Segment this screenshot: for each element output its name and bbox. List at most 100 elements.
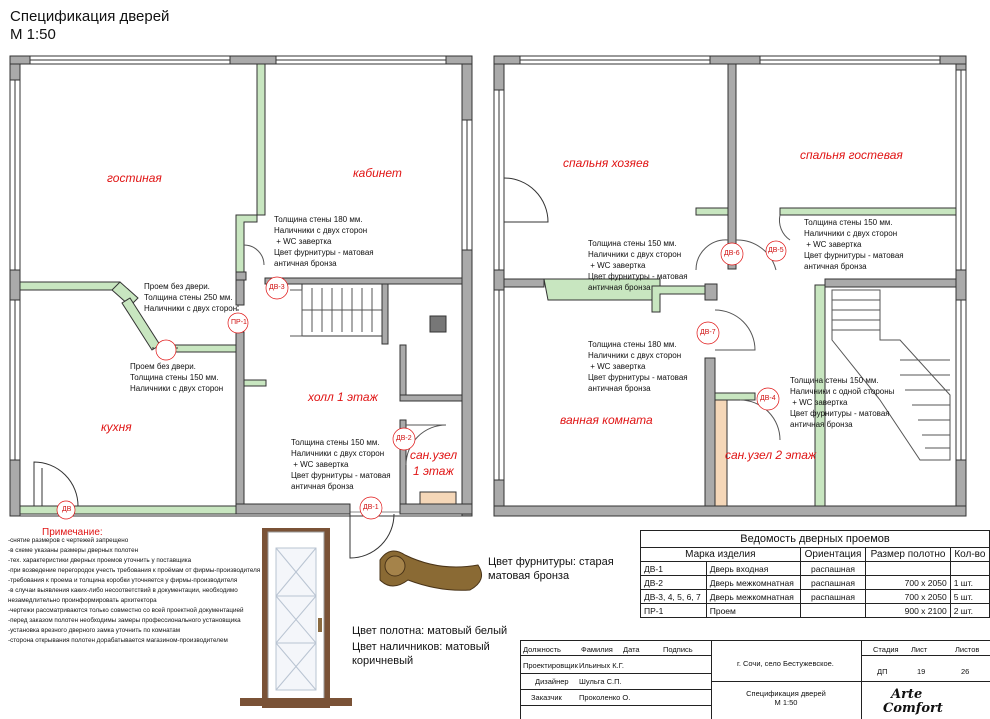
- remark-item: -перед заказом полотен необходимы замеры…: [8, 617, 241, 624]
- room-label-wc1-a: сан.узел: [410, 448, 458, 462]
- remark-item: -при возведение перегородок учесть требо…: [8, 567, 261, 574]
- title-line-1: Спецификация дверей: [10, 8, 170, 25]
- stamp-name: Шульга С.П.: [579, 677, 622, 686]
- remark-item: -чертежи рассматриваются только совместн…: [8, 607, 244, 614]
- logo-line-2: Comfort: [883, 701, 943, 716]
- cell: ДВ-3, 4, 5, 6, 7: [640, 589, 707, 604]
- remarks-title: Примечание:: [42, 522, 103, 540]
- floor-2-outer-walls: [493, 55, 967, 517]
- room-label-kitchen: кухня: [101, 420, 132, 434]
- stamp-sheets-label: Листов: [955, 645, 980, 654]
- mark-dv2: ДВ-2: [396, 435, 412, 442]
- door-mark-circles: [56, 240, 787, 520]
- remark-item: -сторона открывания полотен дорабатывает…: [8, 637, 228, 644]
- divider: [861, 655, 990, 656]
- mark-dv3: ДВ-3: [269, 284, 285, 291]
- schedule-title: Ведомость дверных проемов: [640, 530, 990, 547]
- remark-item: -тех. характеристики дверных проемов уто…: [8, 557, 192, 564]
- divider: [521, 689, 711, 690]
- cell: 1 шт.: [949, 575, 990, 590]
- note-pr1-a: Проем без двери. Толщина стены 250 мм. Н…: [144, 282, 238, 313]
- room-label-wc1-b: 1 этаж: [413, 464, 454, 478]
- stamp-role: Проектировщик: [523, 661, 578, 670]
- remark-item: незамедлительно проинформировать архитек…: [8, 597, 157, 604]
- room-label-guest: спальня гостевая: [800, 148, 903, 162]
- remark-item: -снятие размеров с чертежей запрещено: [8, 537, 129, 544]
- remark-item: -в схеме указаны размеры дверных полотен: [8, 547, 139, 554]
- room-label-bath: ванная комната: [560, 413, 653, 427]
- stamp-people: Должность Фамилия Дата Подпись Проектиро…: [521, 641, 712, 719]
- divider: [521, 655, 711, 656]
- remark-item: -требования к проема и толщина коробки у…: [8, 577, 238, 584]
- note-dv3: Толщина стены 180 мм. Наличники с двух с…: [274, 215, 374, 268]
- room-label-study: кабинет: [353, 166, 402, 180]
- room-label-hall: холл 1 этаж: [308, 390, 378, 404]
- door-handle-icon: [379, 550, 483, 591]
- mark-dv5: ДВ-5: [768, 247, 784, 254]
- stamp-header: Должность: [523, 645, 561, 654]
- logo-line-1: Arte: [891, 687, 923, 702]
- cell: распашная: [799, 575, 867, 590]
- divider: [521, 673, 711, 674]
- schedule-header: Марка изделия: [640, 547, 801, 562]
- floor-1-outer-walls: [9, 55, 473, 517]
- table-row: ДВ-3, 4, 5, 6, 7 Дверь межкомнатная расп…: [640, 589, 990, 604]
- remark-item: -в случаи выявления каких-либо несоответ…: [8, 587, 238, 594]
- note-dv2: Толщина стены 150 мм. Наличники с двух с…: [291, 438, 391, 491]
- leaf-color-label: Цвет полотна: матовый белый: [352, 625, 508, 637]
- remarks-list: -снятие размеров с чертежей запрещено -в…: [8, 536, 260, 646]
- cell: 2 шт.: [949, 603, 990, 618]
- cell: распашная: [799, 589, 867, 604]
- table-row: ДВ-1 Дверь входная распашная: [640, 561, 990, 576]
- remarks-title-text: Примечание:: [42, 527, 103, 538]
- schedule-header-row: Марка изделия Ориентация Размер полотно …: [640, 547, 990, 562]
- table-row: ПР-1 Проем 900 х 2100 2 шт.: [640, 603, 990, 618]
- cell: [865, 561, 951, 576]
- stamp-doc-title-cell: Спецификация дверей М 1:50: [711, 681, 862, 719]
- cell: 900 х 2100: [865, 603, 951, 618]
- stamp-name: Ильиных К.Г.: [579, 661, 624, 670]
- title-line-2: М 1:50: [10, 26, 56, 43]
- cell: распашная: [799, 561, 867, 576]
- note-dv5: Толщина стены 150 мм. Наличники с двух с…: [804, 218, 904, 271]
- mark-dv4: ДВ-4: [760, 395, 776, 402]
- divider: [521, 705, 711, 706]
- floor-2-door-swings: [503, 177, 791, 441]
- stamp-sheet: 19: [917, 667, 926, 676]
- schedule-header: Кол-во: [949, 547, 990, 562]
- trim-color-label: Цвет наличников: матовый коричневый: [352, 641, 490, 667]
- stamp-address-cell: г. Сочи, село Бестужевское.: [711, 641, 862, 682]
- note-dv6: Толщина стены 150 мм. Наличники с двух с…: [588, 239, 688, 292]
- stamp-name: Проколенко О.: [579, 693, 631, 702]
- title-block: Должность Фамилия Дата Подпись Проектиро…: [520, 640, 990, 719]
- note-dv4: Толщина стены 150 мм. Наличники с одной …: [790, 376, 895, 429]
- note-pr1-b: Проем без двери. Толщина стены 150 мм. Н…: [130, 362, 224, 393]
- mark-dv: ДВ: [62, 506, 72, 513]
- stamp-address: г. Сочи, село Бестужевское.: [737, 659, 834, 668]
- hardware-color-label: Цвет фурнитуры: старая матовая бронза: [488, 556, 614, 582]
- cell: ПР-1: [640, 603, 707, 618]
- stamp-stage-label: Стадия: [873, 645, 899, 654]
- cell: 700 х 2050: [865, 589, 951, 604]
- floor-1-internal-walls: [19, 63, 463, 505]
- note-dv7: Толщина стены 180 мм. Наличники с двух с…: [588, 340, 688, 393]
- remark-item: -установка врезного дверного замка уточн…: [8, 627, 181, 634]
- schedule-table: Марка изделия Ориентация Размер полотно …: [640, 547, 990, 618]
- stamp-header: Подпись: [663, 645, 693, 654]
- cell: Проем: [705, 603, 801, 618]
- cell: Дверь межкомнатная: [705, 589, 801, 604]
- schedule-header: Ориентация: [799, 547, 867, 562]
- cell: ДВ-1: [640, 561, 707, 576]
- room-label-master: спальня хозяев: [563, 156, 649, 170]
- cell: 5 шт.: [949, 589, 990, 604]
- sheet-title: Спецификация дверей М 1:50: [10, 8, 169, 44]
- stamp-sheets: 26: [961, 667, 970, 676]
- stamp-doc-title-1: Спецификация дверей: [746, 689, 826, 698]
- stamp-doc-title-2: М 1:50: [774, 698, 798, 707]
- room-label-wc2: сан.узел 2 этаж: [725, 448, 817, 462]
- stamp-header: Дата: [623, 645, 640, 654]
- room-label-living: гостиная: [107, 171, 162, 185]
- mark-dv6: ДВ-6: [724, 250, 740, 257]
- door-illustration: [240, 528, 352, 708]
